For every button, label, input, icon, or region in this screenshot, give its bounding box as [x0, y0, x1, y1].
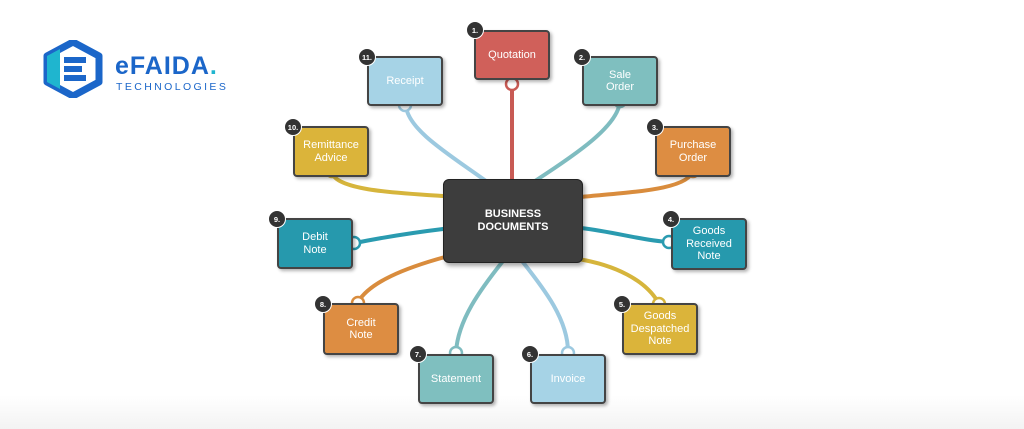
- wire-invoice: [520, 259, 570, 354]
- node-label: Goods Received Note: [686, 225, 732, 263]
- node-label: Remittance Advice: [303, 139, 359, 164]
- business-documents-hub: BUSINESS DOCUMENTS: [443, 179, 583, 263]
- node-label: Statement: [430, 372, 482, 385]
- number-badge: 7.: [409, 345, 427, 363]
- node-label: Invoice: [550, 372, 586, 385]
- number-badge: 1.: [466, 21, 484, 39]
- node-goods-despatched-note: Goods Despatched Note: [622, 303, 698, 355]
- wire-goods-received: [579, 226, 670, 244]
- node-label: Purchase Order: [669, 139, 717, 164]
- number-badge: 9.: [268, 210, 286, 228]
- node-label: Goods Despatched Note: [630, 310, 690, 348]
- number-badge: 3.: [646, 118, 664, 136]
- wire-goods-despatched: [576, 257, 660, 304]
- number-badge: 8.: [314, 295, 332, 313]
- node-label: Receipt: [386, 74, 424, 87]
- node-debit-note: Debit Note: [277, 218, 353, 269]
- node-label: Credit Note: [346, 316, 376, 342]
- efaida-logo-icon: [43, 40, 103, 98]
- node-goods-received-note: Goods Received Note: [671, 218, 747, 270]
- number-badge: 10.: [284, 118, 302, 136]
- node-remittance-advice: Remittance Advice: [293, 126, 369, 177]
- number-badge: 11.: [358, 48, 376, 66]
- wire-sale-order: [533, 98, 622, 183]
- node-label: Sale Order: [605, 68, 635, 94]
- wire-credit-note: [356, 255, 447, 304]
- logo-wordmark: eFAIDA.: [115, 52, 218, 80]
- node-statement: Statement: [418, 354, 494, 404]
- logo-subtitle: TECHNOLOGIES: [116, 81, 229, 93]
- node-receipt: Receipt: [367, 56, 443, 106]
- node-invoice: Invoice: [530, 354, 606, 404]
- node-quotation: Quotation: [474, 30, 550, 80]
- node-label: Quotation: [488, 48, 536, 61]
- node-sale-order: Sale Order: [582, 56, 658, 106]
- wire-statement: [454, 259, 505, 354]
- node-credit-note: Credit Note: [323, 303, 399, 355]
- number-badge: 2.: [573, 48, 591, 66]
- number-badge: 5.: [613, 295, 631, 313]
- company-logo: eFAIDA. TECHNOLOGIES: [40, 40, 240, 100]
- wire-debit-note: [353, 227, 445, 245]
- number-badge: 6.: [521, 345, 539, 363]
- node-label: Debit Note: [302, 231, 328, 256]
- node-purchase-order: Purchase Order: [655, 126, 731, 177]
- number-badge: 4.: [662, 210, 680, 228]
- wire-receipt: [404, 104, 488, 183]
- background-floor: [0, 395, 1024, 429]
